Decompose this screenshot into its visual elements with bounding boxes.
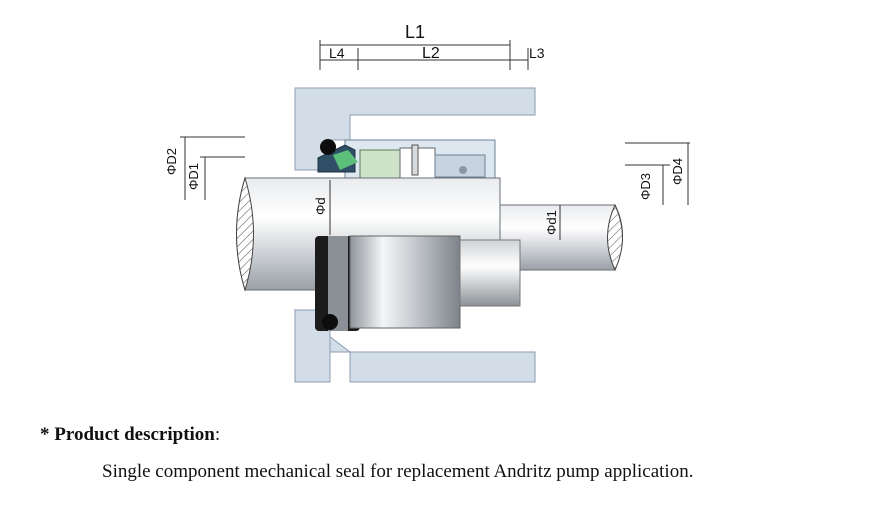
diameter-dimension-lines xyxy=(180,136,690,240)
dim-d1: ΦD1 xyxy=(186,163,201,190)
description-heading-text: Product description xyxy=(54,424,215,445)
o-ring-lower xyxy=(322,314,338,330)
seal-internals xyxy=(317,139,496,181)
dim-d3: ΦD3 xyxy=(638,173,653,200)
dim-l1: L1 xyxy=(405,22,425,42)
o-ring-upper xyxy=(320,139,336,155)
description-text: Single component mechanical seal for rep… xyxy=(102,461,694,482)
dim-l2: L2 xyxy=(422,45,440,62)
dim-d2: ΦD2 xyxy=(164,148,179,175)
mechanical-seal-diagram: L1 L2 L3 L4 ΦD2 ΦD1 ΦD3 ΦD4 Φd Φd1 xyxy=(164,22,690,383)
description-heading: * Product description: xyxy=(40,424,220,446)
dim-l3: L3 xyxy=(529,45,545,61)
dim-l4: L4 xyxy=(329,45,345,61)
shaft-step xyxy=(499,203,623,272)
description-heading-colon: : xyxy=(214,424,221,445)
description-heading-star: * xyxy=(40,424,55,445)
length-dimension-lines xyxy=(319,40,529,70)
dim-d: Φd xyxy=(313,197,328,215)
dim-d4: ΦD4 xyxy=(670,158,685,185)
seal-sleeve xyxy=(315,235,521,331)
dim-d1-small: Φd1 xyxy=(544,210,559,235)
